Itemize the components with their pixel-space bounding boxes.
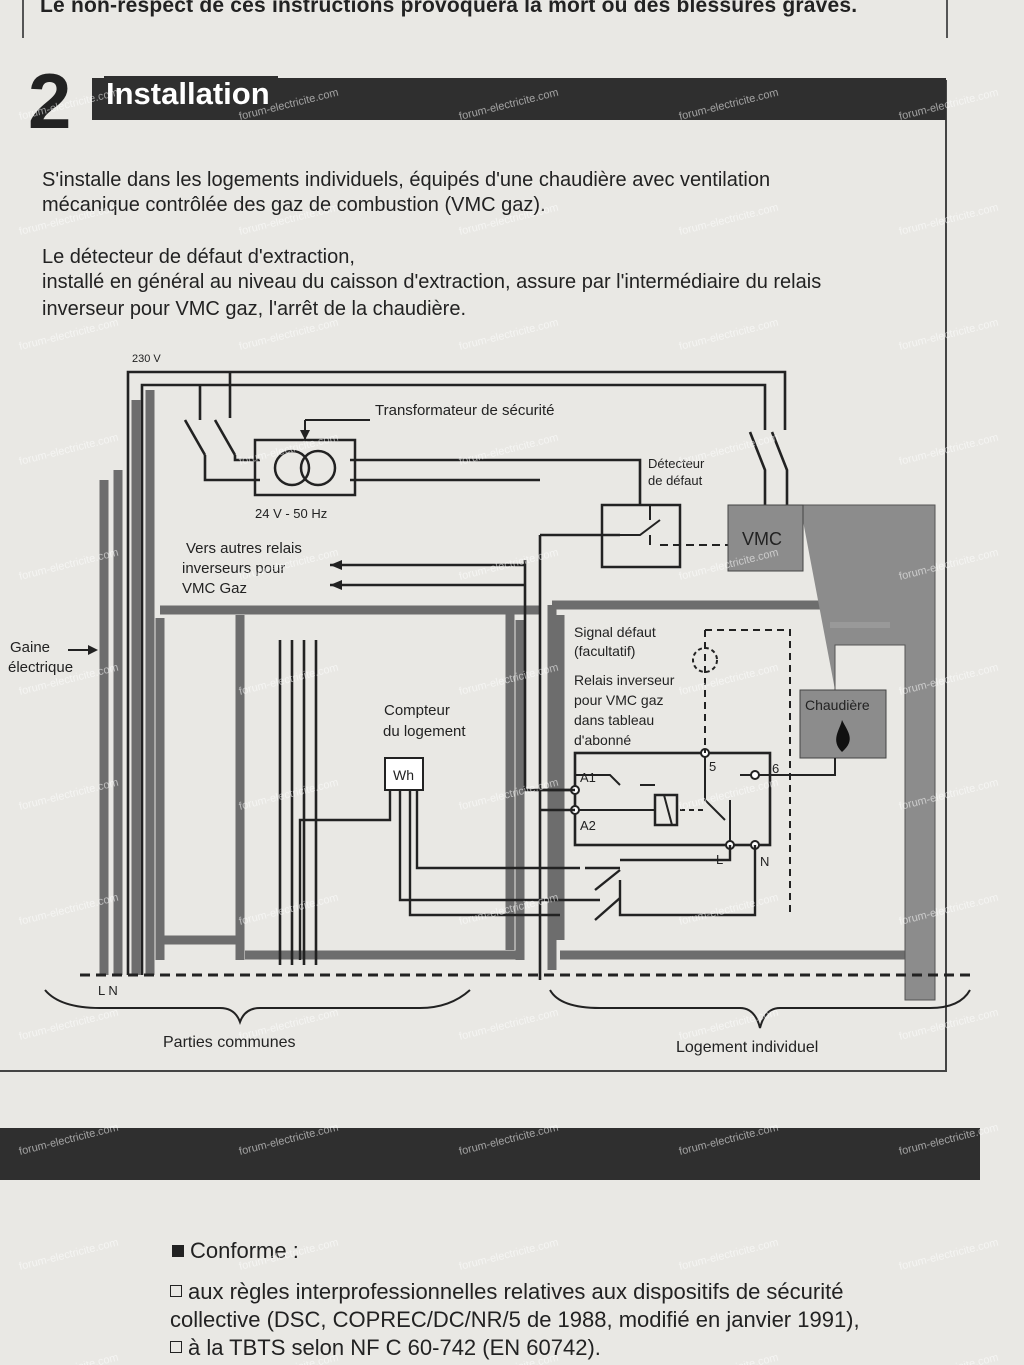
conformity-item-2: à la TBTS selon NF C 60-742 (EN 60742). — [170, 1334, 1000, 1362]
relay-label-4: d'abonné — [574, 732, 631, 748]
detector-line-1: Le détecteur de défaut d'extraction, — [42, 246, 355, 268]
watermark-text: forum-electricite.com — [18, 1352, 120, 1365]
safety-warning: Le non-respect de ces instructions provo… — [40, 0, 858, 17]
relay-label-2: pour VMC gaz — [574, 692, 663, 708]
zone-private-label: Logement individuel — [676, 1039, 818, 1056]
signal-label-2: (facultatif) — [574, 643, 635, 659]
section-number: 2 — [28, 57, 72, 145]
filled-square-bullet-icon — [172, 1245, 184, 1257]
watermark-text: forum-electricite.com — [678, 1237, 780, 1273]
detector-label-2: de défaut — [648, 473, 703, 488]
section-title: Installation — [104, 76, 278, 116]
conformity-title-text: Conforme : — [190, 1238, 299, 1263]
conformity-item-1-text: aux règles interprofessionnelles relativ… — [188, 1279, 844, 1304]
next-section-header-bar — [0, 1128, 980, 1180]
detector-line-3: inverseur pour VMC gaz, l'arrêt de la ch… — [42, 298, 467, 320]
other-relays-line-1: Vers autres relais — [186, 540, 302, 557]
conformity-item-2-text: à la TBTS selon NF C 60-742 (EN 60742). — [188, 1335, 601, 1360]
watermark-text: forum-electricite.com — [458, 1237, 560, 1273]
vmc-label: VMC — [742, 529, 782, 549]
ln-label: L N — [98, 983, 118, 998]
boiler-label: Chaudière — [805, 697, 870, 713]
terminal-l: L — [716, 852, 723, 867]
conformity-item-1-cont: collective (DSC, COPREC/DC/NR/5 de 1988,… — [170, 1307, 860, 1332]
terminal-5: 5 — [709, 759, 716, 774]
voltage-label: 230 V — [132, 353, 161, 365]
gaine-label-2: électrique — [8, 659, 73, 676]
meter-label-2: du logement — [383, 723, 466, 740]
conformity-item-1: aux règles interprofessionnelles relativ… — [170, 1278, 1000, 1306]
transformer-label: Transformateur de sécurité — [375, 402, 555, 419]
signal-label-1: Signal défaut — [574, 624, 656, 640]
section-frame — [0, 80, 947, 1072]
detector-line-2: installé en général au niveau du caisson… — [42, 271, 822, 293]
meter-box-label: Wh — [393, 767, 414, 783]
terminal-a1: A1 — [580, 770, 596, 785]
gaine-label-1: Gaine — [10, 639, 50, 656]
watermark-text: forum-electricite.com — [898, 1237, 1000, 1273]
other-relays-line-3: VMC Gaz — [182, 580, 247, 597]
open-square-bullet-icon — [170, 1285, 182, 1297]
relay-label-1: Relais inverseur — [574, 672, 675, 688]
terminal-a2: A2 — [580, 818, 596, 833]
transformer-rating: 24 V - 50 Hz — [255, 506, 327, 521]
other-relays-line-2: inverseurs pour — [182, 560, 285, 577]
relay-label-3: dans tableau — [574, 712, 654, 728]
frame-right-border — [946, 0, 948, 38]
open-square-bullet-icon — [170, 1341, 182, 1353]
frame-left-border — [22, 0, 24, 38]
terminal-n: N — [760, 854, 769, 869]
conformity-title: Conforme : — [172, 1238, 299, 1264]
zone-common-label: Parties communes — [163, 1034, 296, 1051]
detector-label-1: Détecteur — [648, 456, 705, 471]
intro-line-1: S'installe dans les logements individuel… — [42, 169, 771, 191]
terminal-6: 6 — [772, 761, 779, 776]
meter-label-1: Compteur — [384, 702, 450, 719]
intro-line-2: mécanique contrôlée des gaz de combustio… — [42, 194, 546, 216]
wiring-diagram: 230 V Transformateur de sécurité 24 V - … — [8, 353, 975, 1056]
watermark-text: forum-electricite.com — [18, 1237, 120, 1273]
